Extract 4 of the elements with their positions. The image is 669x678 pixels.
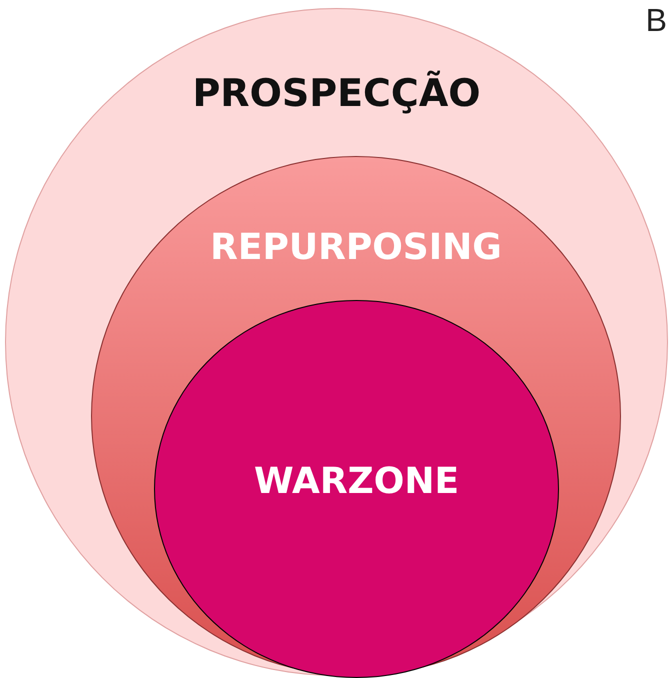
circle-label: REPURPOSING <box>210 227 502 268</box>
circle-label: WARZONE <box>254 461 460 502</box>
panel-letter: B <box>646 2 667 39</box>
circle-label: PROSPECÇÃO <box>192 71 481 115</box>
